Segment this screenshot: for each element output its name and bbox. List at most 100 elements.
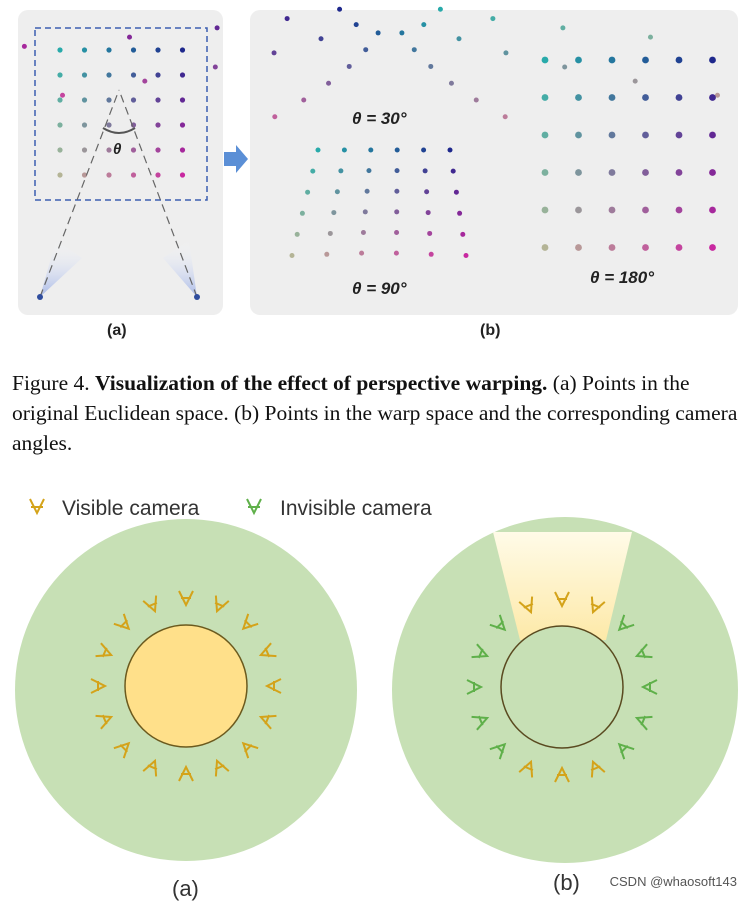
point bbox=[709, 94, 716, 101]
camera-icon bbox=[617, 742, 635, 760]
point bbox=[709, 169, 716, 176]
point bbox=[346, 63, 352, 69]
point bbox=[106, 147, 112, 153]
point bbox=[575, 206, 582, 214]
panel-a-bg bbox=[18, 10, 223, 315]
inner-disk-a bbox=[124, 624, 248, 748]
camera-ring-b bbox=[466, 591, 658, 783]
point bbox=[284, 16, 290, 22]
theta-label: θ bbox=[113, 141, 122, 158]
point bbox=[214, 25, 220, 31]
camera-icon bbox=[590, 759, 606, 778]
sight-line-left bbox=[39, 89, 120, 298]
point bbox=[130, 72, 137, 78]
point bbox=[368, 147, 374, 153]
camera-icon bbox=[471, 715, 490, 731]
camera-icon bbox=[554, 591, 570, 609]
camera-left bbox=[37, 294, 43, 300]
caption-title: Visualization of the effect of perspecti… bbox=[95, 371, 548, 395]
point bbox=[57, 122, 63, 128]
point bbox=[341, 147, 347, 153]
point bbox=[457, 210, 463, 216]
point bbox=[709, 131, 716, 139]
caption-body: (a) Points in the original Euclidean spa… bbox=[12, 371, 738, 455]
point bbox=[450, 168, 456, 174]
angle-label-180: θ = 180° bbox=[590, 268, 654, 287]
camera-icon bbox=[258, 714, 277, 730]
legend-invisible-icon bbox=[246, 498, 262, 516]
point bbox=[709, 244, 716, 251]
point bbox=[675, 169, 683, 176]
caption-prefix: Figure 4. bbox=[12, 371, 90, 395]
camera-right bbox=[194, 294, 200, 300]
point bbox=[106, 122, 112, 128]
point bbox=[502, 114, 508, 120]
point bbox=[155, 122, 161, 128]
camera-icon bbox=[95, 714, 114, 730]
point bbox=[366, 168, 372, 174]
fig2-label-b: (b) bbox=[553, 870, 580, 895]
camera-icon bbox=[489, 614, 507, 632]
point bbox=[562, 64, 568, 70]
point bbox=[155, 172, 161, 178]
point bbox=[338, 168, 344, 174]
point bbox=[709, 206, 716, 214]
point bbox=[675, 56, 683, 64]
point bbox=[575, 244, 582, 251]
angle-label-30: θ = 30° bbox=[352, 109, 407, 128]
point bbox=[179, 172, 186, 178]
point bbox=[473, 97, 479, 103]
point bbox=[675, 206, 683, 214]
camera-icon bbox=[518, 759, 534, 778]
camera-icon bbox=[466, 679, 484, 695]
point bbox=[463, 253, 469, 258]
camera-icon bbox=[258, 642, 277, 658]
camera-icon bbox=[471, 643, 490, 659]
angle-label-90: θ = 90° bbox=[352, 279, 407, 298]
point bbox=[394, 229, 400, 235]
point bbox=[212, 64, 218, 70]
point bbox=[57, 47, 63, 53]
panel-b-bg bbox=[250, 10, 738, 315]
camera-icon bbox=[214, 595, 230, 614]
visibility-beam bbox=[493, 532, 632, 640]
point bbox=[541, 131, 549, 139]
point bbox=[560, 25, 566, 31]
point bbox=[155, 47, 161, 53]
point bbox=[81, 97, 88, 103]
panel-b-label: (b) bbox=[480, 322, 500, 339]
point bbox=[364, 188, 370, 194]
point bbox=[541, 206, 549, 214]
point bbox=[642, 131, 649, 139]
point bbox=[81, 147, 88, 153]
arrow-icon bbox=[224, 145, 248, 173]
point bbox=[675, 244, 683, 251]
point bbox=[130, 172, 137, 178]
point bbox=[411, 47, 417, 53]
point bbox=[647, 34, 653, 40]
point bbox=[106, 172, 112, 178]
point bbox=[675, 94, 683, 101]
point bbox=[127, 34, 133, 40]
point bbox=[642, 56, 649, 64]
point bbox=[360, 229, 366, 235]
point bbox=[541, 169, 549, 176]
camera-icon bbox=[142, 758, 158, 777]
camera-icon bbox=[214, 758, 230, 777]
point bbox=[460, 231, 466, 237]
camera-cone-left bbox=[40, 240, 82, 297]
point bbox=[575, 94, 582, 101]
point bbox=[448, 80, 454, 86]
point bbox=[714, 92, 720, 98]
point bbox=[394, 188, 400, 194]
sight-line-right bbox=[118, 89, 198, 298]
camera-icon bbox=[264, 678, 282, 694]
camera-cone-right bbox=[163, 240, 197, 297]
camera-icon bbox=[178, 590, 194, 608]
point-grid-box bbox=[34, 27, 208, 201]
point bbox=[179, 122, 186, 128]
point bbox=[327, 230, 333, 236]
point bbox=[490, 16, 496, 22]
point bbox=[675, 131, 683, 139]
